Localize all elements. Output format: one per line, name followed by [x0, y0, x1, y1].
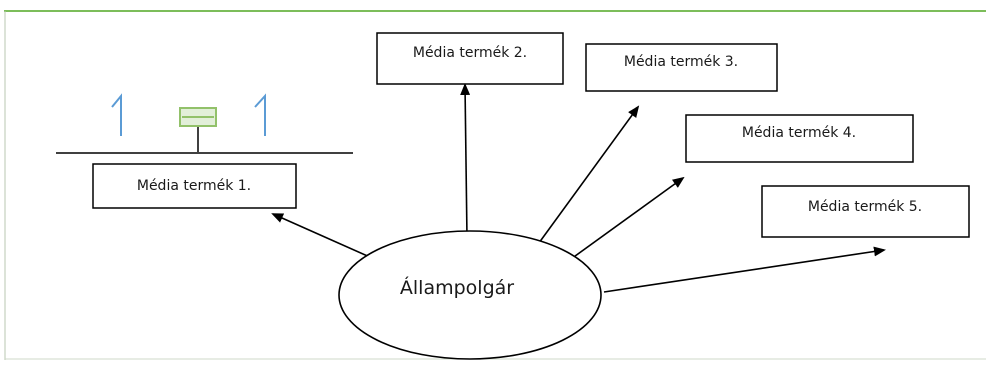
node-label-2: Média termék 2. [413, 45, 527, 61]
node-box-4[interactable]: Média termék 4. [685, 114, 914, 163]
node-box-2-frame [376, 32, 564, 85]
node-box-1-frame [92, 163, 297, 209]
slash-handle-left-icon [111, 93, 122, 136]
node-box-5-frame [761, 185, 970, 238]
node-box-5[interactable]: Média termék 5. [761, 185, 970, 238]
node-label-3: Média termék 3. [624, 54, 738, 70]
arrow-to-node-5 [603, 246, 886, 293]
arrow-to-node-2 [460, 83, 471, 239]
connector-arrows [271, 83, 886, 293]
slash-handle-right-icon [254, 93, 266, 136]
node-label-5: Média termék 5. [808, 199, 922, 215]
arrow-to-node-4 [570, 176, 685, 260]
node-label-1: Média termék 1. [137, 178, 251, 194]
node-box-2[interactable]: Média termék 2. [376, 32, 564, 85]
node-box-1[interactable]: Média termék 1. [92, 163, 297, 209]
node-label-4: Média termék 4. [742, 125, 856, 141]
center-node[interactable]: Állampolgár [338, 230, 602, 360]
node-box-3-frame [585, 43, 778, 92]
center-label: Állampolgár [400, 276, 514, 299]
arrow-to-node-3 [535, 105, 640, 248]
node-box-3[interactable]: Média termék 3. [585, 43, 778, 92]
center-ellipse [338, 230, 602, 360]
arrow-to-node-1 [271, 213, 373, 259]
node-box-4-frame [685, 114, 914, 163]
tool-icons [56, 93, 353, 154]
